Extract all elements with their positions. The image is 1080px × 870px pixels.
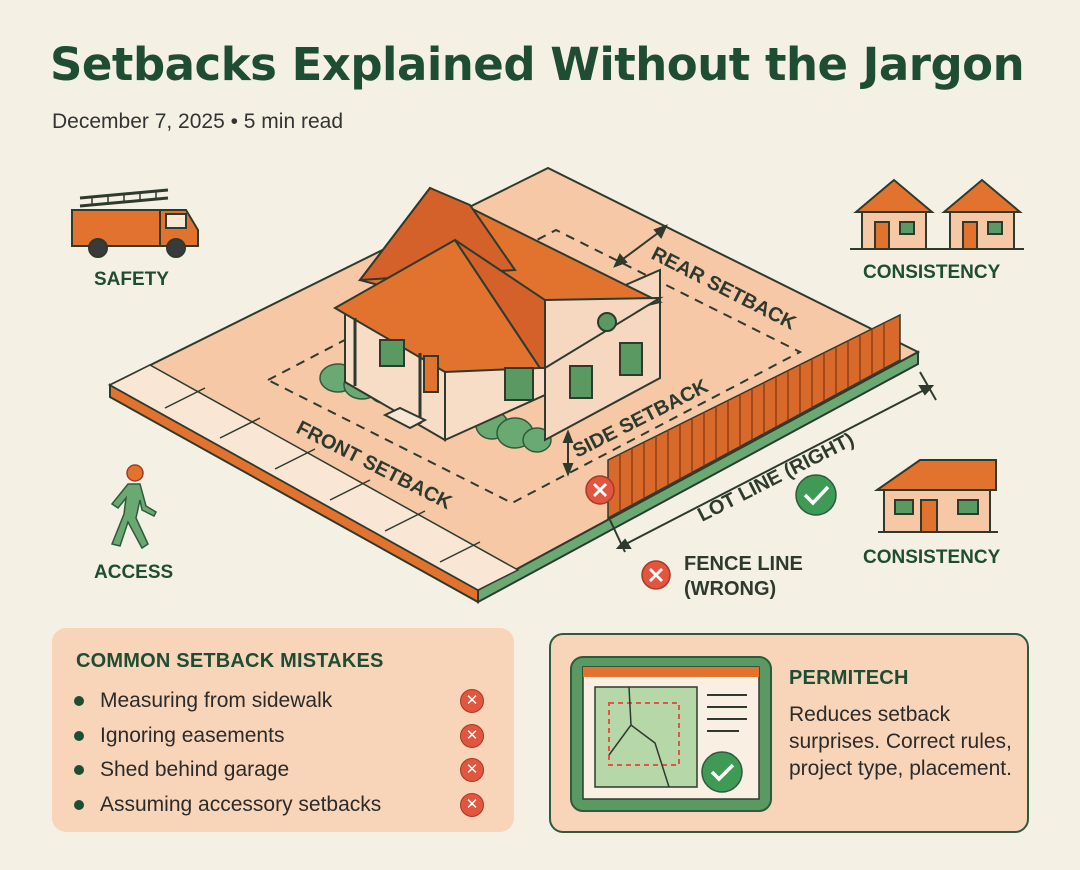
list-item: Ignoring easements ✕	[74, 719, 484, 754]
consistency-label-top: CONSISTENCY	[863, 262, 1001, 283]
houses-icon	[850, 178, 1024, 250]
check-icon	[795, 474, 837, 516]
mistake-text: Measuring from sidewalk	[100, 689, 333, 713]
mistake-text: Ignoring easements	[100, 723, 285, 747]
setback-arrows	[562, 224, 937, 553]
x-icon: ✕	[460, 758, 484, 782]
house-icon	[873, 459, 998, 533]
article-meta: December 7, 2025 • 5 min read	[52, 110, 344, 133]
bullet-icon	[74, 730, 84, 741]
mistake-text: Assuming accessory setbacks	[100, 792, 382, 816]
sidewalk-joints	[164, 387, 481, 563]
list-item: Assuming accessory setbacks ✕	[74, 788, 484, 823]
fence-line-wrong-label: (WRONG)	[684, 578, 776, 600]
mistakes-list: Measuring from sidewalk ✕ Ignoring easem…	[74, 684, 484, 822]
list-item: Shed behind garage ✕	[74, 753, 484, 788]
mistakes-card: COMMON SETBACK MISTAKES Measuring from s…	[52, 628, 514, 832]
consistency-label-bottom: CONSISTENCY	[863, 547, 1001, 568]
x-icon	[585, 475, 615, 505]
x-icon: ✕	[460, 689, 484, 713]
access-label: ACCESS	[94, 562, 173, 583]
bullet-icon	[74, 765, 84, 776]
fence-line-label: FENCE LINE	[684, 553, 803, 575]
page-title: Setbacks Explained Without the Jargon	[50, 38, 1025, 91]
mistake-text: Shed behind garage	[100, 758, 290, 782]
fire-truck-icon	[71, 188, 199, 258]
x-icon	[641, 560, 671, 590]
tablet-map-icon	[570, 656, 772, 812]
bullet-icon	[74, 696, 84, 707]
pedestrian-icon	[110, 464, 157, 550]
safety-label: SAFETY	[94, 269, 169, 290]
x-icon: ✕	[460, 792, 484, 817]
list-item: Measuring from sidewalk ✕	[74, 684, 484, 719]
mistakes-title: COMMON SETBACK MISTAKES	[76, 650, 384, 672]
permitech-card: PERMITECH Reduces setback surprises. Cor…	[549, 633, 1029, 833]
permitech-title: PERMITECH	[789, 667, 909, 689]
house	[332, 186, 664, 442]
bullet-icon	[74, 799, 84, 810]
sidewalk	[108, 364, 520, 591]
x-icon: ✕	[460, 723, 484, 748]
permitech-description: Reduces setback surprises. Correct rules…	[789, 703, 1012, 780]
setback-diagram: REAR SETBACK SIDE SETBACK FRONT SETBACK …	[71, 166, 1024, 604]
